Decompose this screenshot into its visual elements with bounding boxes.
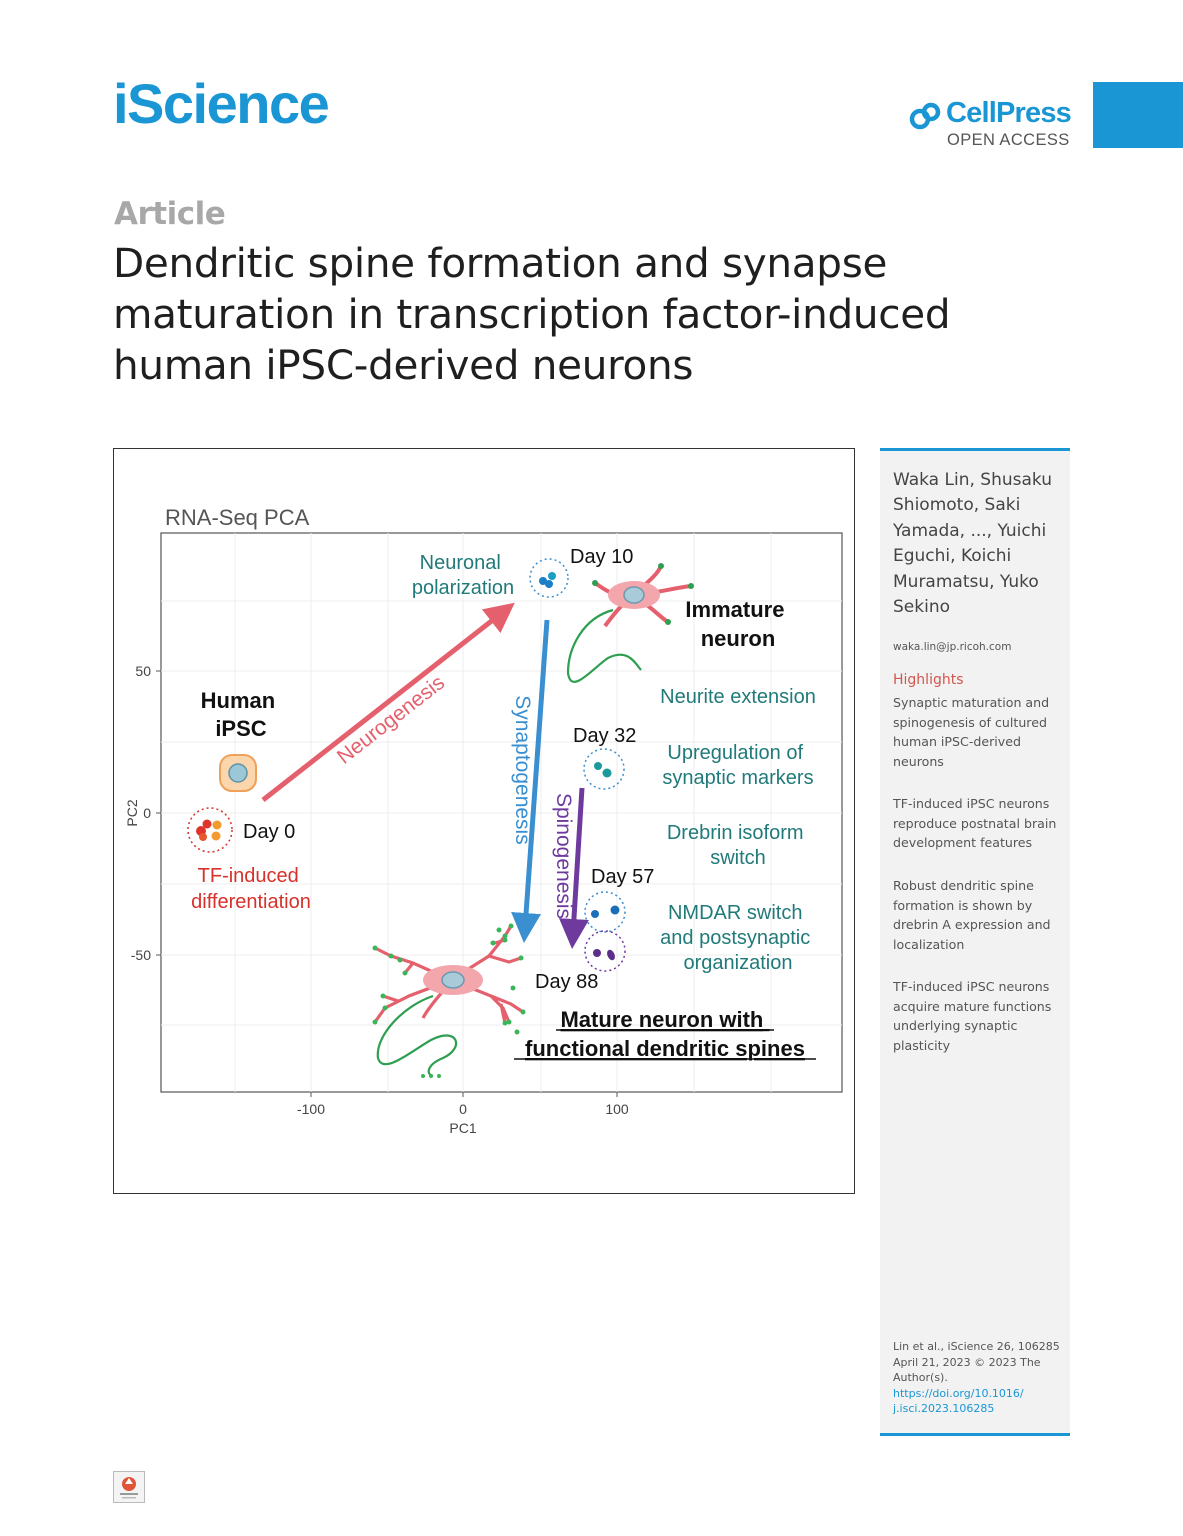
author-list: Waka Lin, Shusaku Shiomoto, Saki Yamada,… (893, 470, 1052, 618)
x-tick-label: -100 (297, 1101, 325, 1117)
day0-sample-icon (187, 807, 233, 853)
x-tick-label: 0 (459, 1101, 467, 1117)
cellpress-logo[interactable] (905, 100, 1073, 152)
day10-sample-icon (529, 558, 569, 598)
highlight-item: TF-induced iPSC neurons reproduce postna… (893, 796, 1057, 851)
corresponding-email[interactable]: waka.lin@jp.ricoh.com (893, 641, 1012, 653)
highlight-item: TF-induced iPSC neurons acquire mature f… (893, 979, 1052, 1053)
drebrin-label: Drebrin isoform switch (667, 822, 809, 869)
human-ipsc-label: Human iPSC (201, 688, 282, 741)
tf-induced-label: TF-induced differentiation (191, 865, 311, 913)
mature-neuron-label: Mature neuron with functional dendritic … (525, 1007, 805, 1061)
highlight-item: Synaptic maturation and spinogenesis of … (893, 695, 1050, 769)
neurogenesis-arrow (261, 602, 515, 802)
graphical-abstract[interactable]: RNA-Seq PCA -100 0 100 PC1 50 0 -50 PC2 … (113, 448, 855, 1194)
publisher-name: CellPress (946, 97, 1072, 129)
day57-label: Day 57 (591, 866, 654, 888)
day0-label: Day 0 (243, 821, 295, 843)
immature-neuron-label: Immature neuron (685, 597, 790, 651)
citation-line: Lin et al., iScience 26, 106285 (893, 1340, 1060, 1353)
immature-line-1: Immature (685, 597, 784, 622)
polarization-line-2: polarization (412, 577, 514, 599)
doi-link[interactable]: https://doi.org/10.1016/ (893, 1386, 1024, 1400)
cellpress-icon (909, 102, 941, 130)
spinogenesis-arrow (558, 787, 589, 949)
drebrin-line-2: switch (710, 847, 766, 869)
citation-block: Lin et al., iScience 26, 106285 April 21… (893, 1339, 1065, 1417)
journal-logo[interactable]: iScience (113, 72, 330, 135)
nmdar-line-1: NMDAR switch (668, 902, 802, 924)
bookmark-icon (120, 1477, 138, 1499)
day88-label: Day 88 (535, 971, 598, 993)
neurite-extension-label: Neurite extension (660, 686, 816, 708)
highlight-item: Robust dendritic spine formation is show… (893, 878, 1051, 952)
mature-neuron-icon (372, 923, 526, 1078)
day10-label: Day 10 (570, 546, 633, 568)
plot-title: RNA-Seq PCA (165, 505, 310, 530)
drebrin-line-1: Drebrin isoform (667, 822, 804, 844)
human-ipsc-line-2: iPSC (215, 716, 266, 741)
article-type-label: Article (114, 196, 226, 232)
polarization-line-1: Neuronal (420, 552, 501, 574)
immature-line-2: neuron (701, 626, 776, 651)
check-for-updates-button[interactable] (113, 1471, 145, 1503)
y-axis-label: PC2 (124, 799, 140, 826)
y-tick-label: -50 (131, 947, 151, 963)
mature-line-1: Mature neuron with (560, 1007, 763, 1032)
nmdar-line-2: and postsynaptic (660, 927, 810, 949)
mature-line-2: functional dendritic spines (525, 1036, 805, 1061)
y-tick-label: 0 (143, 805, 151, 821)
synaptogenesis-arrow (511, 619, 550, 943)
nmdar-label: NMDAR switch and postsynaptic organizati… (660, 902, 816, 974)
article-title: Dendritic spine formation and synapse ma… (113, 239, 951, 389)
sidebar-panel (880, 448, 1070, 1436)
day32-sample-icon (583, 748, 625, 790)
corner-tab (1093, 82, 1183, 148)
day32-label: Day 32 (573, 725, 636, 747)
open-access-label: OPEN ACCESS (947, 131, 1070, 149)
highlights-heading: Highlights (893, 672, 964, 688)
human-ipsc-line-1: Human (201, 688, 276, 713)
upregulation-label: Upregulation of synaptic markers (662, 742, 813, 789)
y-tick-label: 50 (135, 663, 151, 679)
tf-line-2: differentiation (191, 891, 311, 913)
neuronal-polarization-label: Neuronal polarization (412, 552, 514, 599)
nmdar-line-3: organization (684, 952, 793, 974)
day88-sample-icon (584, 930, 626, 972)
upregulation-line-1: Upregulation of (667, 742, 803, 764)
citation-date: April 21, 2023 © 2023 The Author(s). (893, 1355, 1041, 1385)
tf-line-1: TF-induced (198, 865, 299, 887)
x-axis-label: PC1 (449, 1120, 476, 1136)
spinogenesis-label: Spinogenesis (552, 793, 575, 919)
doi-link-cont[interactable]: j.isci.2023.106285 (893, 1402, 995, 1416)
immature-neuron-icon (566, 563, 694, 683)
upregulation-line-2: synaptic markers (662, 767, 813, 789)
x-tick-label: 100 (605, 1101, 629, 1117)
graphical-abstract-frame (113, 448, 855, 1194)
day57-sample-icon (584, 891, 626, 933)
synaptogenesis-label: Synaptogenesis (511, 695, 534, 844)
ipsc-cell-icon (219, 754, 257, 792)
